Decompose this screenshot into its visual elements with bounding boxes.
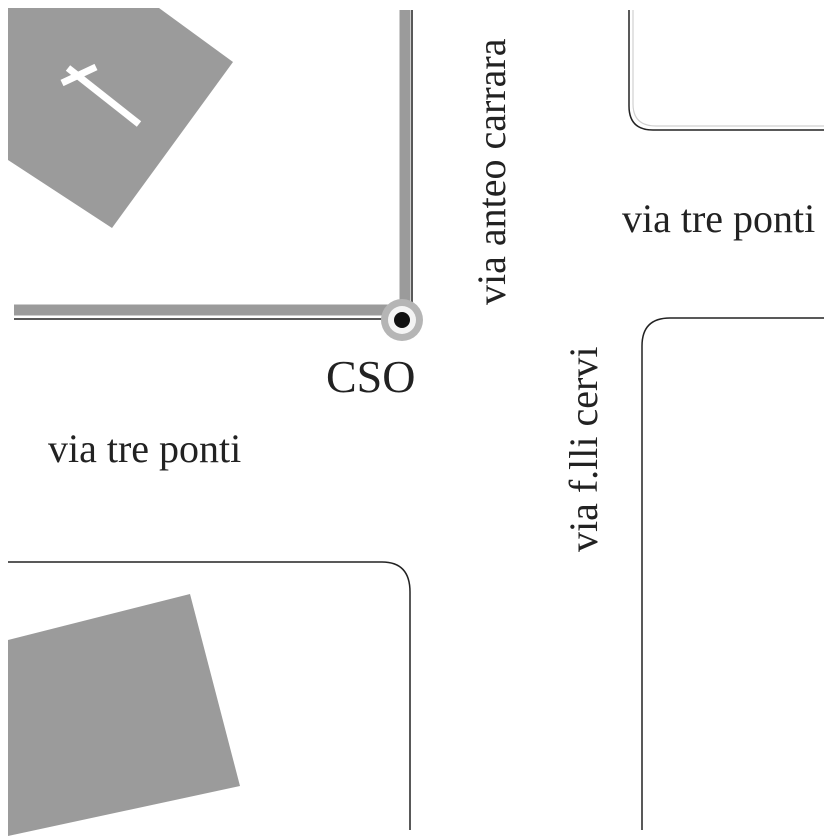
street-label-lower-vertical: via f.lli cervi (561, 347, 606, 552)
curb-top-right-inner (632, 10, 824, 127)
location-dot-icon[interactable] (381, 299, 423, 341)
street-label-left: via tre ponti (48, 426, 241, 471)
church-building (8, 8, 233, 228)
street-label-upper-vertical: via anteo carrara (469, 38, 514, 305)
curb-bottom-right (641, 317, 824, 830)
curb-bottom-left (8, 561, 411, 830)
building-bottom-left (8, 594, 240, 836)
street-label-right: via tre ponti (622, 196, 815, 241)
curb-top-right (628, 10, 824, 131)
cross-icon (60, 63, 142, 127)
marker-label: CSO (326, 351, 415, 402)
